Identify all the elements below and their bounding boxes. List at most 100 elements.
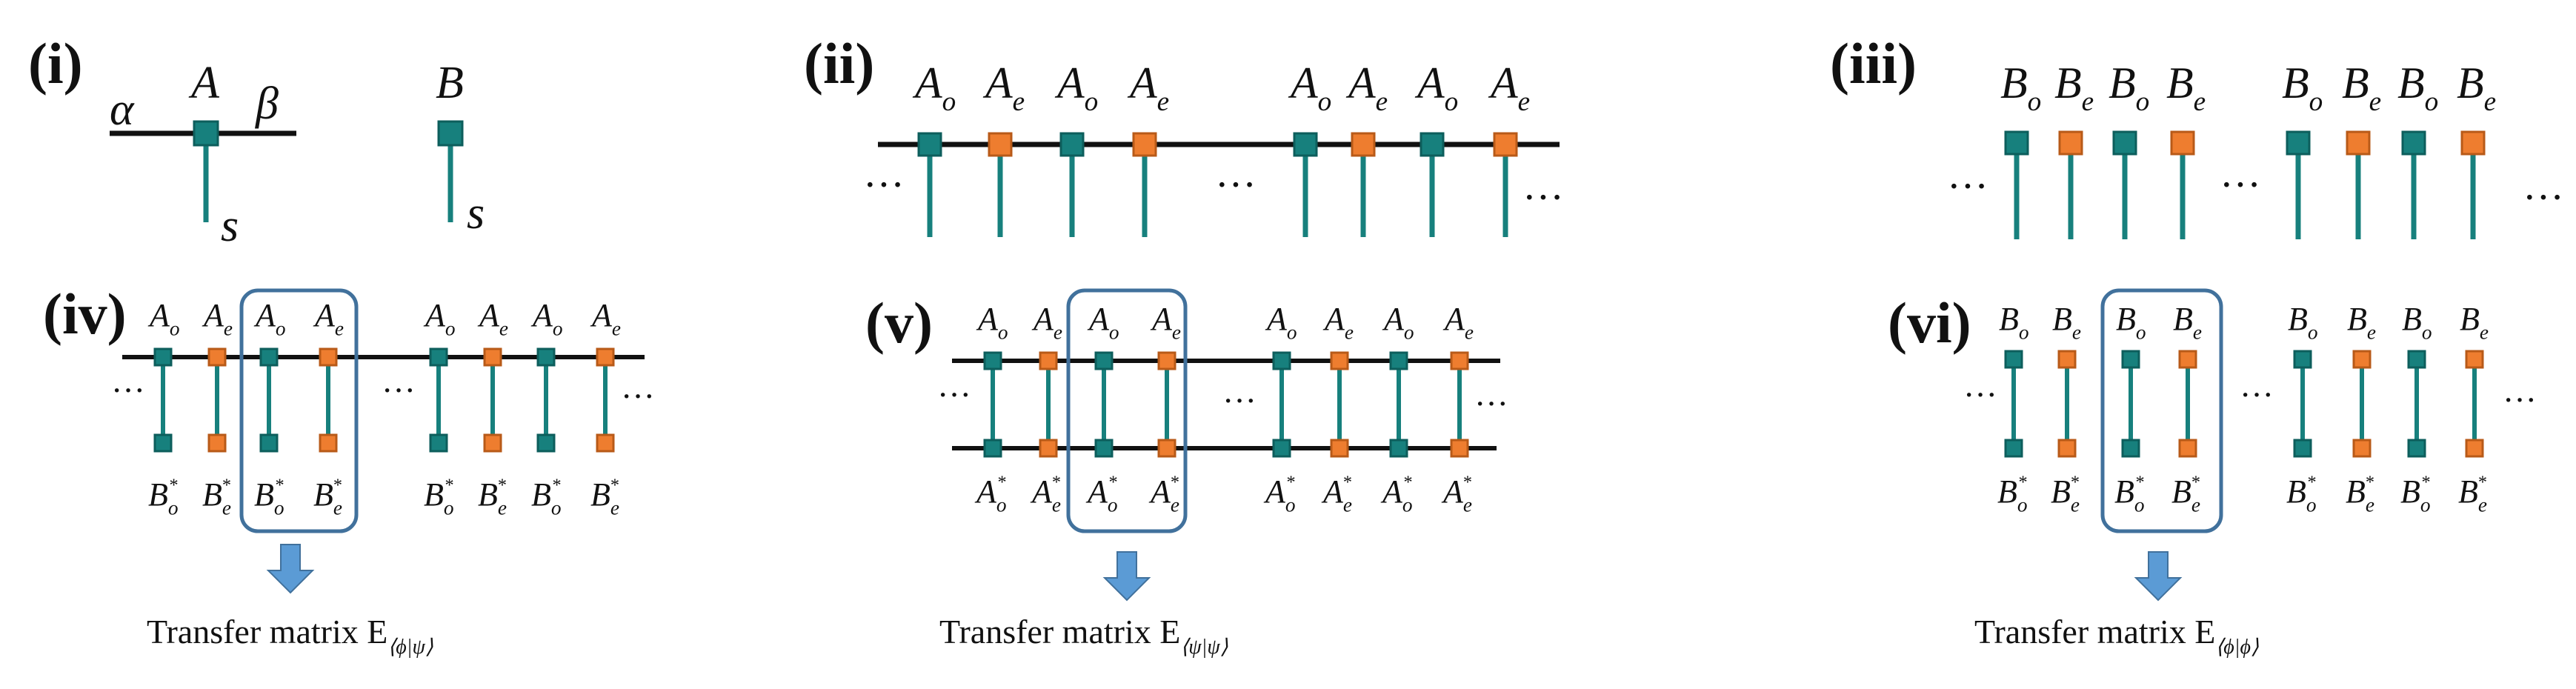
- transfer-matrix-caption: Transfer matrix E⟨ϕ|ψ⟩: [147, 613, 433, 659]
- tensor-label-top: Ao: [423, 297, 456, 339]
- transfer-matrix-caption: Transfer matrix E⟨ϕ|ϕ⟩: [1974, 613, 2259, 659]
- tensor-square-bottom: [1039, 439, 1058, 458]
- tensor-square: [2346, 130, 2371, 156]
- tensor-label-bottom: Bo*: [2400, 473, 2431, 516]
- tensor-square-top: [153, 347, 173, 367]
- tensor-square-bottom: [207, 433, 227, 453]
- tensor-square-bottom: [2465, 439, 2484, 458]
- tensor-label-bottom: Be*: [590, 476, 619, 519]
- tensor-label-top: Bo: [2116, 301, 2146, 343]
- tensor-square: [917, 132, 942, 157]
- tensor-square-top: [536, 347, 556, 367]
- tensor-square: [988, 132, 1013, 157]
- tensor-square: [2460, 130, 2486, 156]
- panel-vi: BoBo*BeBe*BoBo*BeBe*BoBo*BeBe*BoBo*BeBe*…: [1963, 288, 2537, 659]
- panel-iv: AoBo*AeBe*AoBo*AeBe*AoBo*AeBe*AoBo*AeBe*…: [111, 288, 655, 659]
- ellipsis-left: ···: [863, 162, 905, 208]
- tensor-square-top: [2465, 350, 2484, 369]
- tensor-square-bottom: [2004, 439, 2023, 458]
- tensor-label: Bo: [2282, 59, 2323, 117]
- tensor-square-top: [2057, 350, 2077, 369]
- tensor-label-bottom: Ao*: [1380, 473, 1413, 516]
- ellipsis-left: ···: [1947, 164, 1988, 210]
- tensor-square: [2401, 130, 2426, 156]
- transfer-matrix-caption: Transfer matrix E⟨ψ|ψ⟩: [939, 613, 1228, 659]
- tensor-label-bottom: Bo*: [2114, 473, 2145, 516]
- tensor-square: [2170, 130, 2195, 156]
- tensor-square: [1420, 132, 1445, 157]
- tensor-square: [1132, 132, 1157, 157]
- tensor-B-label: B: [436, 58, 464, 108]
- tensor-label-bottom: Bo*: [531, 476, 562, 519]
- panel-label-v: (v): [865, 290, 933, 355]
- tensor-label-bottom: Ao*: [974, 473, 1007, 516]
- tensor-square-top: [983, 351, 1002, 370]
- tensor-label-bottom: Bo*: [424, 476, 454, 519]
- tensor-label-bottom: Bo*: [254, 476, 284, 519]
- tensor-label-bottom: Ae*: [1441, 473, 1472, 516]
- tensor-square-bottom: [1450, 439, 1469, 458]
- tensor-label-top: Ao: [147, 297, 180, 339]
- tensor-square-top: [429, 347, 448, 367]
- tensor-label: Be: [2342, 59, 2381, 117]
- tensor-label: Ao: [1414, 59, 1458, 117]
- ellipsis-left: ···: [111, 371, 145, 409]
- tensor-label-top: Ao: [530, 297, 563, 339]
- tensor-label: Bo: [2000, 59, 2041, 117]
- transfer-matrix-box: [239, 288, 359, 533]
- tensor-square-bottom: [2057, 439, 2077, 458]
- tensor-square-bottom: [983, 439, 1002, 458]
- tensor-label-top: Ao: [253, 297, 286, 339]
- tensor-square: [2004, 130, 2029, 156]
- tensor-label: Ao: [1054, 59, 1098, 117]
- tensor-square-bottom: [153, 433, 173, 453]
- tensor-label-top: Be: [2460, 301, 2489, 343]
- tensor-square: [2058, 130, 2083, 156]
- tensor-label-bottom: Bo*: [148, 476, 179, 519]
- tensor-square-bottom: [1157, 439, 1176, 458]
- ellipsis-mid: ···: [1222, 382, 1257, 419]
- tensor-square-bottom: [2407, 439, 2426, 458]
- panel-v: AoAo*AeAe*AoAo*AeAe*AoAo*AeAe*AoAo*AeAe*…: [937, 288, 1508, 659]
- ellipsis-right: ···: [1474, 385, 1508, 422]
- tensor-label-bottom: Bo*: [2286, 473, 2317, 516]
- tensor-B-square: [437, 120, 464, 147]
- ellipsis-left: ···: [937, 376, 971, 413]
- down-arrow-icon: [1102, 551, 1151, 602]
- ellipsis-mid: ···: [1215, 162, 1257, 208]
- tensor-square-bottom: [2121, 439, 2140, 458]
- ellipsis-mid: ···: [2240, 376, 2274, 413]
- tensor-square-top: [2004, 350, 2023, 369]
- tensor-label-top: Ao: [1382, 301, 1414, 343]
- beta-label: β: [255, 79, 279, 129]
- tensor-label: Ae: [1488, 59, 1530, 117]
- panel-label-iv: (iv): [43, 282, 127, 346]
- tensor-square-top: [1272, 351, 1291, 370]
- tensor-label: Ao: [1288, 59, 1331, 117]
- phys-index-A: s: [221, 201, 239, 251]
- tensor-square-bottom: [2178, 439, 2197, 458]
- ellipsis-mid: ···: [382, 371, 416, 409]
- tensor-label-bottom: Ae*: [1030, 473, 1061, 516]
- tensor-square-top: [483, 347, 502, 367]
- tensor-square-bottom: [1389, 439, 1408, 458]
- tensor-label-top: Be: [2347, 301, 2376, 343]
- tensor-square-bottom: [319, 433, 338, 453]
- tensor-square-top: [596, 347, 615, 367]
- ellipsis-left: ···: [1963, 376, 1997, 413]
- ellipsis-mid: ···: [2220, 162, 2261, 208]
- tensor-label-bottom: Ae*: [1148, 473, 1179, 516]
- tensor-label-top: Ae: [590, 297, 621, 339]
- phys-index-B: s: [467, 188, 485, 239]
- tensor-label-bottom: Ao*: [1085, 473, 1118, 516]
- tensor-square-top: [2178, 350, 2197, 369]
- transfer-matrix-box: [2100, 288, 2223, 533]
- ellipsis-right: ···: [2503, 381, 2537, 419]
- tensor-label-top: Ao: [1265, 301, 1297, 343]
- tensor-label-bottom: Be*: [2458, 473, 2487, 516]
- tensor-square: [2286, 130, 2311, 156]
- tensor-square-top: [2121, 350, 2140, 369]
- tensor-square-bottom: [536, 433, 556, 453]
- tensor-square-bottom: [2352, 439, 2372, 458]
- tensor-label-top: Ae: [313, 297, 344, 339]
